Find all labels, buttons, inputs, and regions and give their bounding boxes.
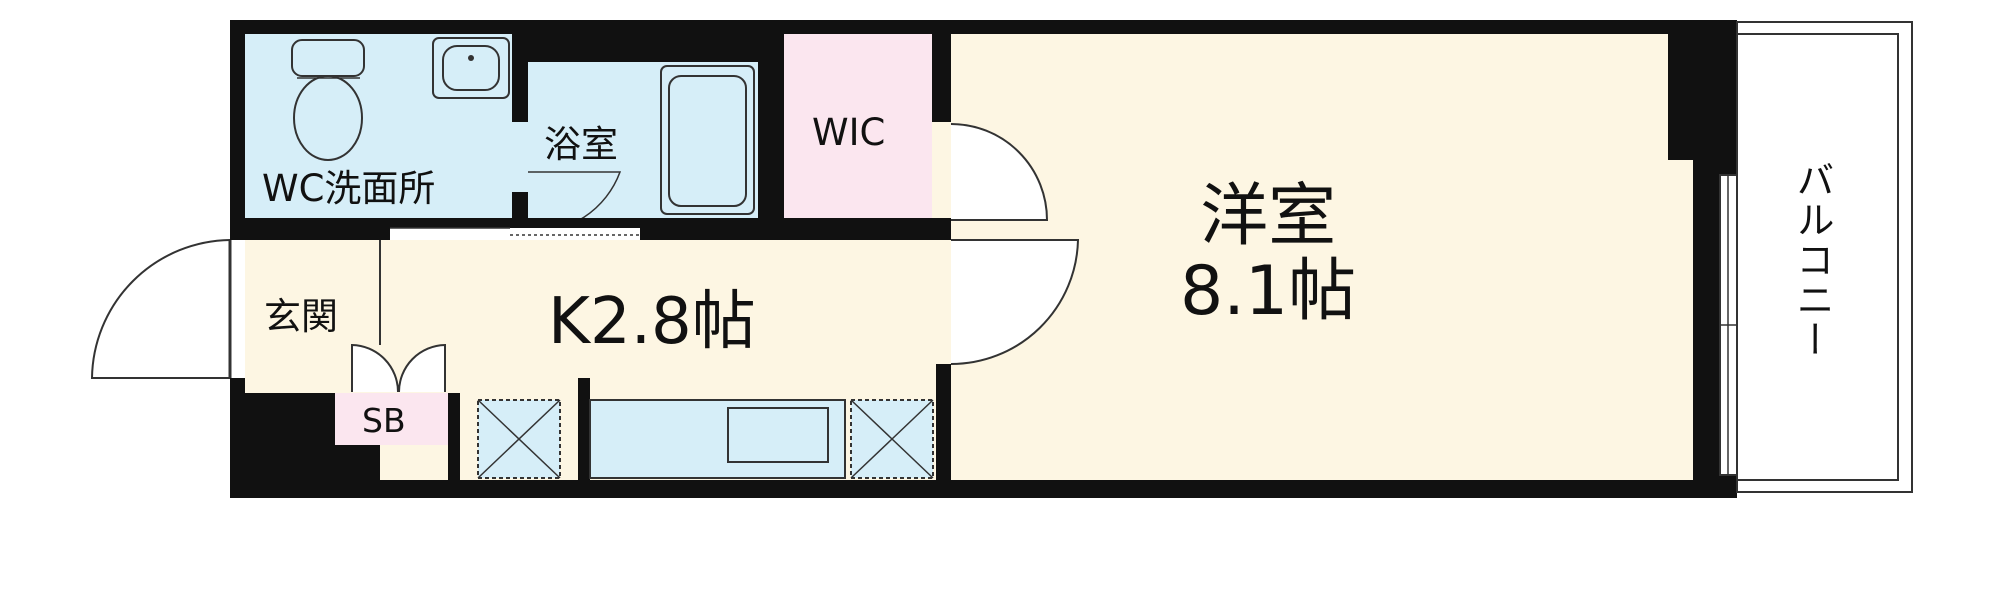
wic-door-swing — [950, 123, 1049, 221]
label-western-room-name: 洋室 — [1200, 177, 1337, 256]
kitchen-western-wall — [936, 364, 951, 480]
western-door-swing — [950, 239, 1080, 365]
balcony-rail — [1736, 33, 1899, 481]
kitchen-sink — [727, 407, 829, 463]
bathtub-inner — [668, 75, 747, 207]
label-shoe-box: SB — [362, 401, 406, 440]
exterior-cutout-bottom — [335, 498, 1737, 608]
storage-box-right-x2 — [850, 399, 934, 479]
entrance-door-swing — [90, 239, 231, 379]
label-bathroom: 浴室 — [544, 123, 618, 166]
entrance-door-gap — [230, 240, 245, 378]
western-door-gap — [936, 240, 951, 364]
label-balcony: バルコニー — [1790, 160, 1834, 360]
bath-wall-top — [528, 34, 758, 62]
label-western-room-size: 8.1帖 — [1180, 251, 1357, 331]
label-wc-washroom: WC洗面所 — [262, 167, 436, 210]
toilet-bowl — [293, 75, 363, 161]
wash-basin-bowl — [442, 45, 500, 91]
label-wic: WIC — [812, 111, 886, 154]
pillar-corner — [1668, 34, 1725, 160]
bath-door-gap — [512, 122, 528, 192]
western-room-notch — [1668, 160, 1693, 480]
wc-door-gap — [390, 228, 640, 240]
label-western-room: 洋室 8.1帖 — [1180, 177, 1357, 331]
wic-wall-left — [758, 34, 784, 218]
shoe-box-cabinet — [335, 393, 448, 445]
wash-basin-drain — [468, 55, 474, 61]
kitchen-western-wall-top — [936, 218, 951, 240]
wic-door-gap — [932, 122, 951, 218]
room-wic — [784, 34, 932, 218]
kitchen-lower-wall — [448, 393, 460, 480]
toilet-tank — [291, 39, 365, 77]
shoe-box-door-swing-2 — [398, 343, 446, 393]
label-kitchen: K2.8帖 — [548, 285, 756, 359]
label-entrance: 玄関 — [264, 295, 338, 338]
kitchen-lower-wall-2 — [578, 378, 590, 480]
storage-box-left-x2 — [477, 399, 561, 479]
shoe-box-door-swing-1 — [351, 343, 399, 393]
